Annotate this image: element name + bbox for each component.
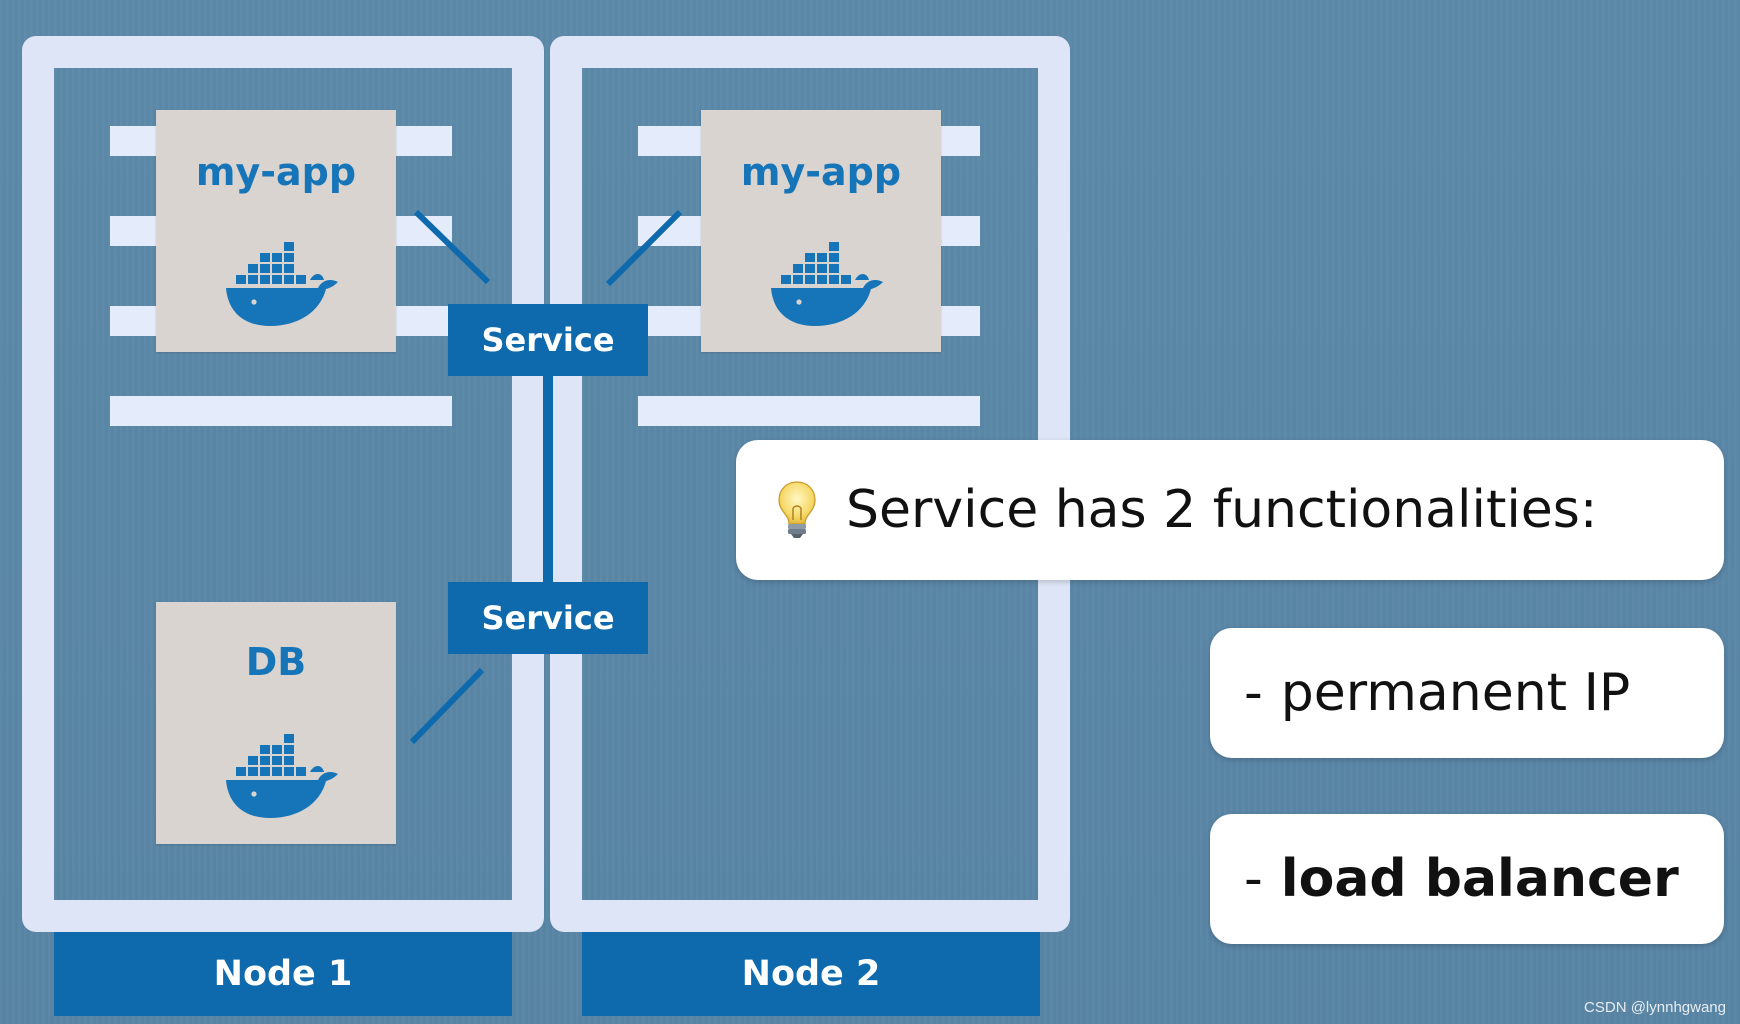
- callout-main: Service has 2 functionalities:: [736, 440, 1724, 580]
- bullet-dash: -: [1244, 663, 1263, 723]
- node-1-frame: [22, 36, 544, 932]
- bullet-dash: -: [1244, 849, 1263, 909]
- rack-line: [638, 396, 980, 426]
- callout-item-text: permanent IP: [1280, 663, 1631, 723]
- pod-title: DB: [245, 640, 307, 684]
- pod-title: my-app: [195, 150, 357, 194]
- lightbulb-icon: [778, 481, 816, 538]
- callout-permanent-ip: - permanent IP: [1210, 628, 1724, 758]
- pod-my-app-node-1: my-app: [156, 110, 396, 352]
- docker-whale-icon: [226, 734, 338, 818]
- connector-line: [409, 667, 485, 745]
- docker-whale-icon: [226, 242, 338, 326]
- service-box-bottom: Service: [448, 582, 648, 654]
- pod-db-node-1: DB: [156, 602, 396, 844]
- docker-whale-icon: [771, 242, 883, 326]
- service-box-top: Service: [448, 304, 648, 376]
- rack-line: [110, 396, 452, 426]
- callout-load-balancer: - load balancer: [1210, 814, 1724, 944]
- pod-my-app-node-2: my-app: [701, 110, 941, 352]
- node-2-label: Node 2: [582, 932, 1040, 1016]
- watermark-text: CSDN @lynnhgwang: [1584, 999, 1726, 1016]
- callout-main-text: Service has 2 functionalities:: [846, 480, 1598, 540]
- callout-item-text: load balancer: [1280, 849, 1679, 909]
- connector-line: [413, 209, 491, 285]
- node-1-label: Node 1: [54, 932, 512, 1016]
- pod-title: my-app: [740, 150, 902, 194]
- connector-line: [605, 209, 683, 287]
